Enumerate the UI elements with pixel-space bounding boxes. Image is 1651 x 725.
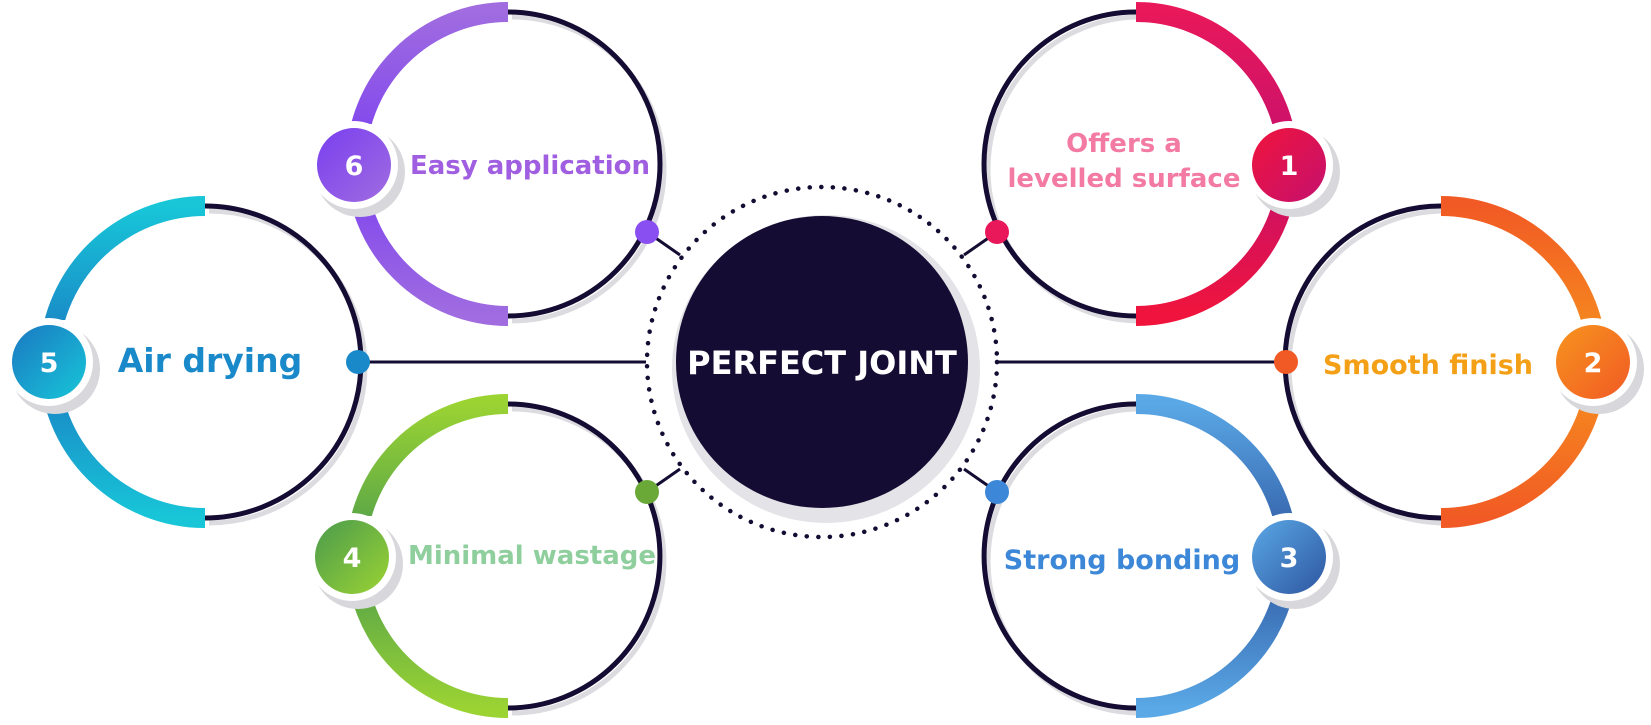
item-6-number: 6 — [345, 151, 364, 182]
item-5-label: Air drying — [118, 341, 302, 380]
item-4-dark-arc — [507, 401, 663, 711]
item-4-connector-dot — [635, 480, 659, 504]
item-6-badge — [317, 128, 391, 202]
item-3-label: Strong bonding — [1004, 545, 1240, 576]
center-hub: PERFECT JOINT — [644, 184, 1000, 540]
item-5: 5 Air drying — [5, 196, 370, 528]
item-2-badge — [1556, 325, 1630, 399]
item-3-badge — [1252, 520, 1326, 594]
item-4: 4 Minimal wastage — [308, 394, 667, 718]
item-1-badge — [1252, 128, 1326, 202]
item-6-label: Easy application — [410, 151, 650, 181]
item-4-number: 4 — [343, 543, 362, 574]
item-1-connector-dot — [985, 220, 1009, 244]
item-1-number: 1 — [1280, 151, 1299, 182]
center-dotted-ring — [644, 184, 1000, 540]
center-circle — [676, 216, 968, 508]
item-5-connector-dot — [346, 350, 370, 374]
item-1: 1 Offers a levelled surface — [981, 2, 1340, 326]
item-6-shadow-ring — [511, 14, 667, 324]
center-title: PERFECT JOINT — [687, 344, 957, 382]
item-3: 3 Strong bonding — [981, 394, 1340, 718]
item-4-shadow-ring — [511, 406, 667, 716]
item-4-label: Minimal wastage — [408, 541, 656, 571]
item-1-label-line-1: Offers a — [1066, 129, 1182, 159]
item-6-dark-arc — [507, 9, 663, 319]
item-3-dark-arc — [981, 401, 1137, 711]
item-3-connector-dot — [985, 480, 1009, 504]
item-6: 6 Easy application — [310, 2, 667, 326]
item-5-badge — [12, 325, 86, 399]
item-2-number: 2 — [1584, 348, 1603, 379]
item-2-connector-dot — [1274, 350, 1298, 374]
item-5-number: 5 — [40, 348, 59, 379]
item-3-shadow-ring — [985, 406, 1141, 716]
item-2-label: Smooth finish — [1323, 350, 1533, 381]
item-3-number: 3 — [1280, 543, 1299, 574]
item-1-dark-arc — [981, 9, 1137, 319]
item-6-connector-dot — [635, 220, 659, 244]
item-1-label-line-2: levelled surface — [1008, 164, 1241, 194]
item-4-badge — [315, 520, 389, 594]
item-2: 2 Smooth finish — [1274, 196, 1644, 528]
item-1-shadow-ring — [985, 14, 1141, 324]
